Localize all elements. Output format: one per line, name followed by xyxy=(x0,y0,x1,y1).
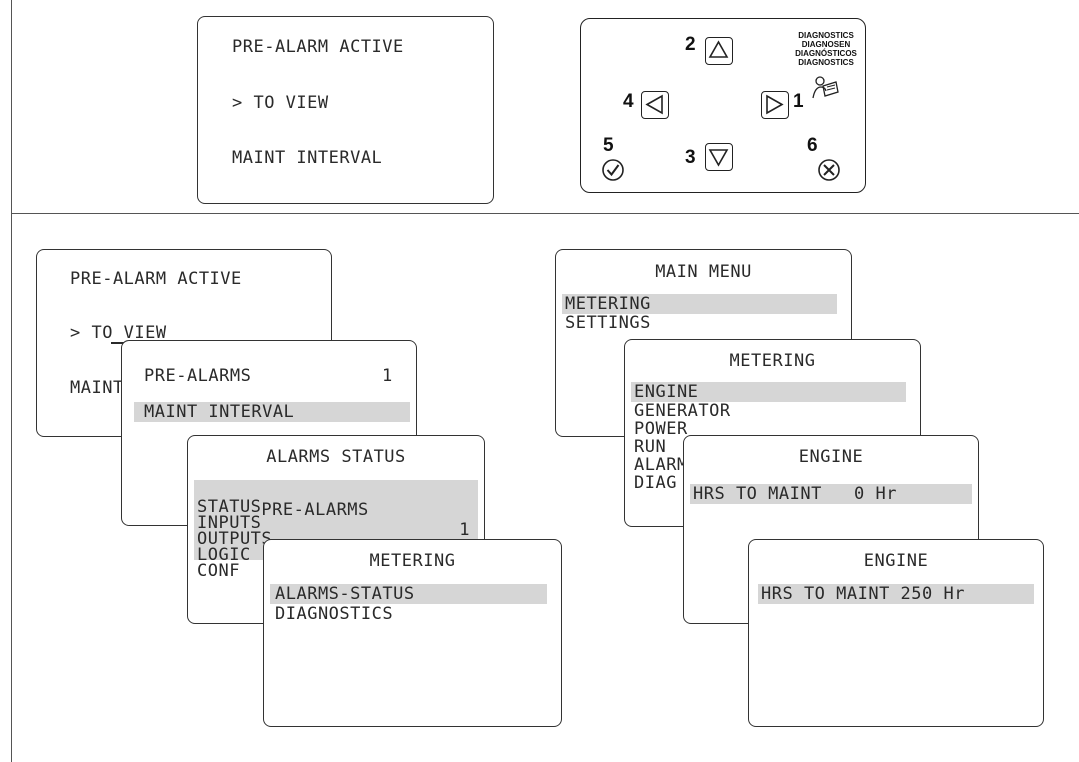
pre-alarms-item-label: PRE-ALARMS xyxy=(261,500,369,520)
check-circle-icon[interactable] xyxy=(601,158,625,182)
top-panel-frame xyxy=(11,0,1079,214)
logic-item[interactable]: LOGIC xyxy=(197,545,251,565)
diagnostics-label-es: DIAGNÓSTICOS xyxy=(795,49,857,58)
inputs-item[interactable]: INPUTS xyxy=(197,513,262,533)
conf-item[interactable]: CONF xyxy=(197,561,240,581)
diagnostics-label-en: DIAGNOSTICS xyxy=(798,31,854,40)
key-number-cancel: 6 xyxy=(807,135,818,156)
run-item[interactable]: RUN xyxy=(634,437,667,457)
up-arrow-button[interactable] xyxy=(705,37,733,65)
key-number-left: 4 xyxy=(623,91,634,112)
right-metering-title: METERING xyxy=(729,351,816,371)
alarms-item[interactable]: ALARMS xyxy=(634,455,699,475)
settings-item[interactable]: SETTINGS xyxy=(565,313,651,333)
right-arrow-icon xyxy=(766,94,784,115)
diagnostics-book-icon xyxy=(812,76,839,99)
key-number-ok: 5 xyxy=(603,135,614,156)
maint-interval-item[interactable]: MAINT INTERVAL xyxy=(134,402,410,422)
key-number-right: 1 xyxy=(793,91,804,112)
diag-item[interactable]: DIAG xyxy=(634,473,677,493)
outputs-item[interactable]: OUTPUTS xyxy=(197,529,273,549)
hrs-to-maint-0: HRS TO MAINT 0 Hr xyxy=(690,484,972,504)
diagnostics-label-fr: DIAGNOSTICS xyxy=(798,58,854,67)
engine-2-title: ENGINE xyxy=(863,551,929,571)
pre-alarms-item-count: 1 xyxy=(459,520,470,540)
bottom-panel-frame xyxy=(11,214,1079,762)
status-item[interactable]: STATUS xyxy=(197,497,262,517)
down-arrow-button[interactable] xyxy=(705,143,733,171)
right-arrow-button[interactable] xyxy=(761,91,789,119)
engine-1-title: ENGINE xyxy=(798,447,864,467)
key-number-down: 3 xyxy=(685,147,696,168)
power-item[interactable]: POWER xyxy=(634,419,688,439)
x-circle-icon[interactable] xyxy=(817,158,841,182)
keypad: 2 4 1 DIAGNOSTICS DIAGNOSEN DIAGNÓSTICOS… xyxy=(580,18,866,193)
left-metering-title: METERING xyxy=(369,551,456,571)
left-arrow-button[interactable] xyxy=(641,91,669,119)
key-number-up: 2 xyxy=(685,34,696,55)
pre-alarm-title: PRE-ALARM ACTIVE xyxy=(70,269,242,289)
pre-alarms-count: 1 xyxy=(382,366,393,386)
diagnostics-label-de: DIAGNOSEN xyxy=(801,40,851,49)
top-display-screen: PRE-ALARM ACTIVE > TO VIEW MAINT INTERVA… xyxy=(197,16,494,204)
diagnostics-item[interactable]: DIAGNOSTICS xyxy=(275,604,394,624)
metering-item[interactable]: METERING xyxy=(562,294,837,314)
alarms-status-item[interactable]: ALARMS-STATUS xyxy=(270,584,547,604)
screen-line-3: MAINT INTERVAL xyxy=(232,148,383,168)
left-metering-screen: METERING ALARMS-STATUS DIAGNOSTICS xyxy=(263,539,562,727)
left-arrow-icon xyxy=(645,94,663,115)
alarms-status-title: ALARMS STATUS xyxy=(266,447,406,467)
screen-line-2: > TO VIEW xyxy=(232,93,329,113)
down-arrow-icon xyxy=(708,149,729,167)
generator-item[interactable]: GENERATOR xyxy=(634,401,731,421)
hrs-to-maint-250: HRS TO MAINT 250 Hr xyxy=(758,584,1034,604)
engine-screen-2: ENGINE HRS TO MAINT 250 Hr xyxy=(748,539,1044,727)
diagnostics-label: DIAGNOSTICS DIAGNOSEN DIAGNÓSTICOS DIAGN… xyxy=(791,31,861,67)
main-menu-title: MAIN MENU xyxy=(655,262,752,282)
screen-line-1: PRE-ALARM ACTIVE xyxy=(232,37,404,57)
up-arrow-icon xyxy=(708,40,729,58)
engine-item[interactable]: ENGINE xyxy=(631,382,906,402)
pre-alarms-title: PRE-ALARMS xyxy=(144,366,252,386)
to-view-line: > TO VIEW xyxy=(70,323,167,343)
